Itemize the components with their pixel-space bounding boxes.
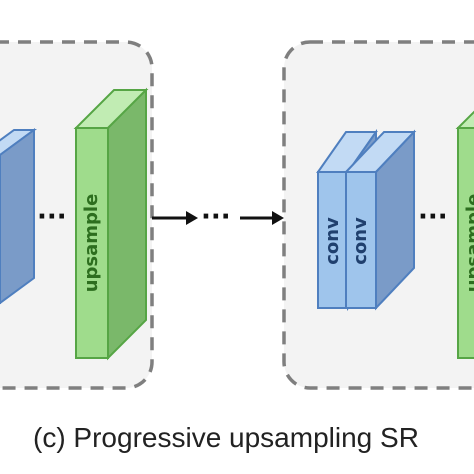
arrow-2 bbox=[240, 211, 284, 225]
ellipsis-left: ··· bbox=[37, 202, 67, 232]
ellipsis-middle: ··· bbox=[201, 202, 231, 232]
upsample-block-left: upsample bbox=[73, 87, 149, 361]
upsample-label-right: upsample bbox=[463, 194, 474, 293]
conv-block-2: conv bbox=[343, 129, 417, 311]
ellipsis-right: ··· bbox=[418, 202, 448, 232]
upsample-block-right: upsample bbox=[455, 110, 474, 359]
conv-block-left-partial bbox=[0, 128, 38, 305]
figure-caption: (c) Progressive upsampling SR bbox=[0, 414, 474, 464]
conv-label-1: conv bbox=[322, 217, 343, 265]
arrow-1 bbox=[152, 211, 198, 225]
caption-text: (c) Progressive upsampling SR bbox=[33, 422, 419, 453]
conv-label-2: conv bbox=[350, 217, 371, 265]
upsample-label-left: upsample bbox=[81, 194, 102, 293]
